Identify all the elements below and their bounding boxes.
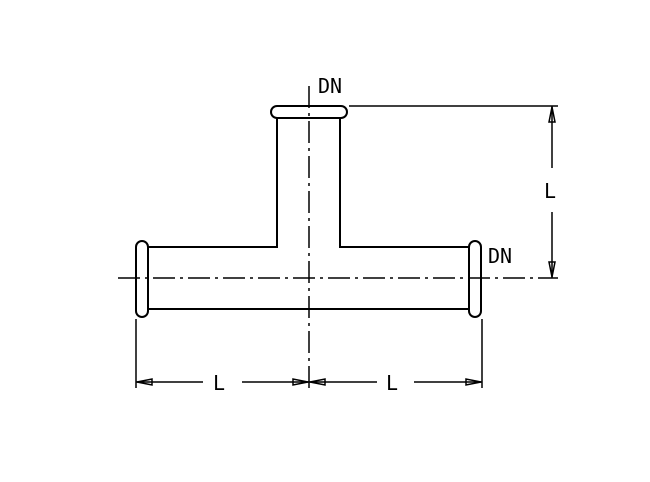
- left-length-label: L: [213, 371, 225, 395]
- run-dn-label: DN: [488, 244, 512, 268]
- right-length-label: L: [386, 371, 398, 395]
- branch-length-dimension: L: [349, 105, 558, 278]
- arrow-right-icon: [292, 378, 309, 386]
- right-end-cap: [468, 240, 482, 318]
- arrow-down-icon: [548, 261, 556, 278]
- tee-outline: [148, 118, 469, 310]
- arrow-left-icon: [136, 378, 153, 386]
- branch-dn-label: DN: [318, 74, 342, 98]
- run-length-dimensions: L L: [135, 319, 483, 395]
- branch-length-label: L: [544, 179, 556, 203]
- arrow-up-icon: [548, 106, 556, 123]
- arrow-right-icon: [465, 378, 482, 386]
- arrow-left-icon: [309, 378, 326, 386]
- tee-body: [135, 105, 482, 318]
- branch-end-cap: [270, 105, 348, 119]
- left-end-cap: [135, 240, 149, 318]
